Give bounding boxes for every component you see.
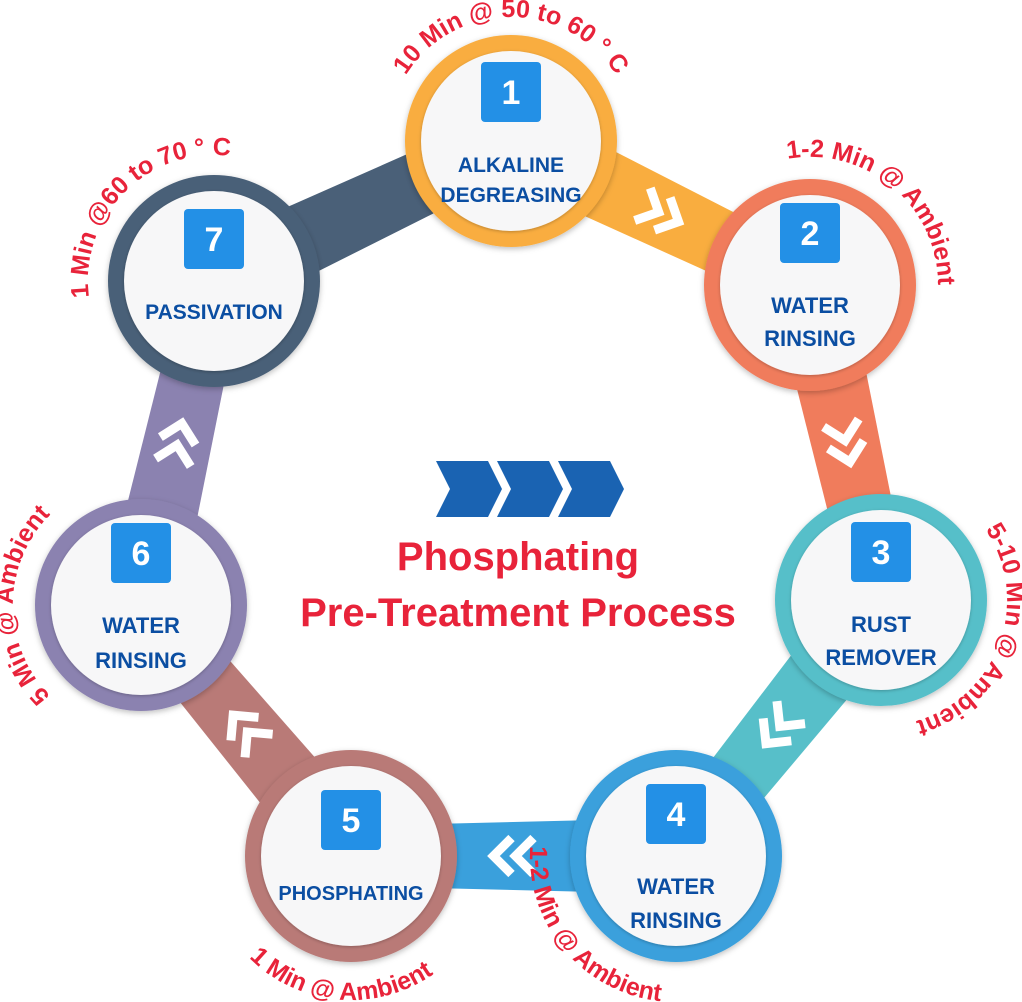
title-line-1: Phosphating bbox=[397, 535, 639, 579]
step-number: 6 bbox=[132, 535, 151, 573]
step-label-line: WATER bbox=[102, 613, 180, 638]
step-disc bbox=[720, 195, 900, 375]
center-title-group: Phosphating Pre-Treatment Process bbox=[300, 461, 736, 635]
step-label-line: RUST bbox=[851, 612, 911, 637]
step-label-line: RINSING bbox=[95, 648, 187, 673]
chevron-connector-icon bbox=[758, 700, 806, 749]
chevron-stroke bbox=[153, 438, 195, 469]
step-number: 4 bbox=[667, 796, 686, 834]
step-number: 5 bbox=[342, 802, 361, 840]
step-number: 3 bbox=[872, 534, 891, 572]
chevron-stroke bbox=[821, 416, 863, 447]
step-number: 1 bbox=[502, 74, 521, 112]
step-disc bbox=[261, 766, 441, 946]
step-number: 2 bbox=[801, 215, 820, 253]
chevron-stroke bbox=[758, 717, 792, 749]
chevron-stroke bbox=[825, 438, 868, 469]
triple-chevron-arrow-icon bbox=[436, 461, 624, 517]
step-number: 7 bbox=[205, 221, 224, 259]
step-label-line: RINSING bbox=[630, 908, 722, 933]
step-number-badge bbox=[481, 62, 541, 122]
step-label-line: RINSING bbox=[764, 326, 856, 351]
center-arrow-segment bbox=[436, 461, 502, 517]
step-disc bbox=[791, 510, 971, 690]
step-label-line: ALKALINE bbox=[458, 154, 564, 177]
chevron-stroke bbox=[633, 186, 665, 225]
step-disc bbox=[51, 515, 231, 695]
chevron-connector-icon bbox=[821, 416, 868, 469]
step-label-line: REMOVER bbox=[825, 645, 936, 670]
step-disc bbox=[421, 51, 601, 231]
chevron-connector-icon bbox=[153, 417, 200, 469]
step-label-line: PHOSPHATING bbox=[278, 883, 423, 905]
chevron-stroke bbox=[653, 196, 685, 235]
step-number-badge bbox=[184, 209, 244, 269]
step-number-badge bbox=[646, 784, 706, 844]
chevron-stroke bbox=[157, 417, 200, 448]
chevron-stroke bbox=[509, 834, 537, 878]
step-disc bbox=[586, 766, 766, 946]
step-number-badge bbox=[780, 203, 840, 263]
step-disc bbox=[124, 191, 304, 371]
chevron-connector-icon bbox=[487, 834, 537, 878]
step-number-badge bbox=[851, 522, 911, 582]
title-line-2: Pre-Treatment Process bbox=[300, 591, 736, 635]
step-label-line: WATER bbox=[637, 874, 715, 899]
step-label-line: PASSIVATION bbox=[145, 301, 283, 324]
step-number-badge bbox=[321, 790, 381, 850]
center-arrow-segment bbox=[558, 461, 624, 517]
chevron-connector-icon bbox=[226, 710, 274, 758]
center-arrow-segment bbox=[497, 461, 563, 517]
step-label-line: DEGREASING bbox=[440, 184, 581, 207]
chevron-stroke bbox=[487, 834, 515, 878]
chevron-stroke bbox=[226, 710, 259, 741]
step-label-line: WATER bbox=[771, 293, 849, 318]
chevron-connector-icon bbox=[633, 186, 685, 235]
chevron-stroke bbox=[772, 700, 806, 732]
step-number-badge bbox=[111, 523, 171, 583]
chevron-stroke bbox=[240, 727, 274, 758]
